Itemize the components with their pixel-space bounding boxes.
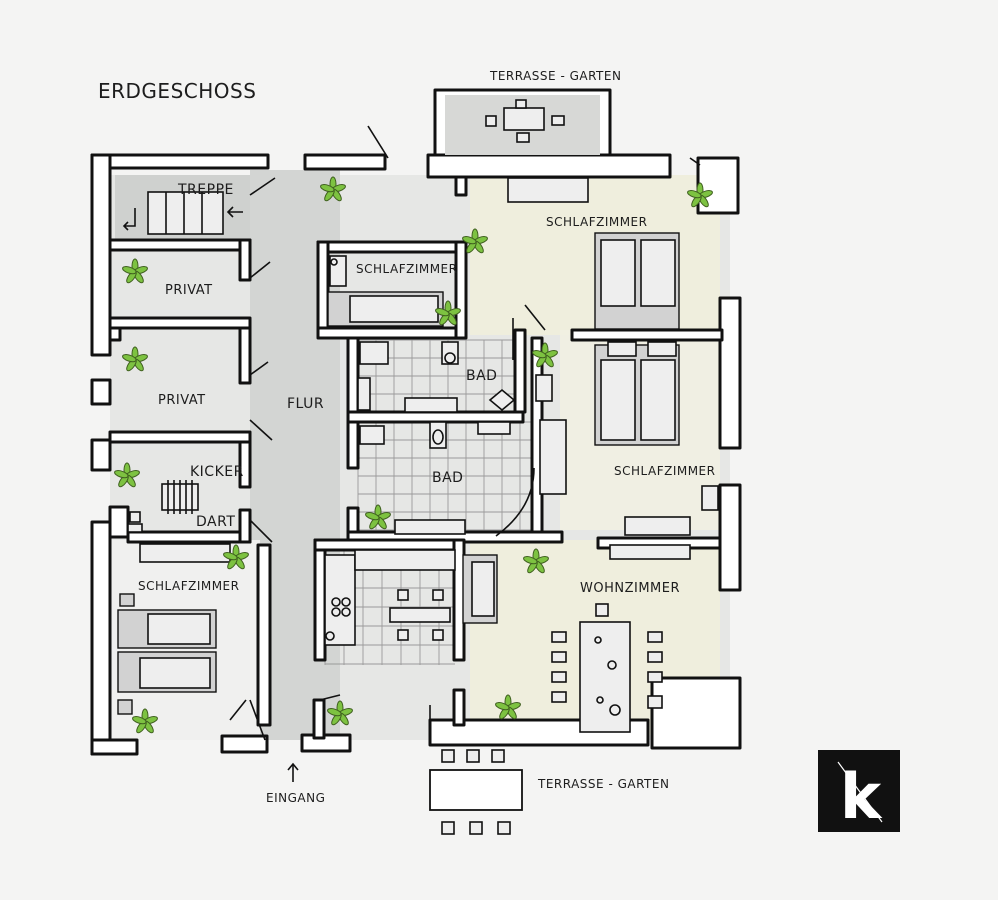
label-privat-1: PRIVAT <box>165 283 213 298</box>
label-dart: DART <box>196 514 235 530</box>
sofa-icon <box>462 554 498 624</box>
label-flur: FLUR <box>287 396 324 412</box>
label-schlafzimmer-center: SCHLAFZIMMER <box>356 262 457 276</box>
plant-icon <box>327 700 353 726</box>
bed-icon <box>327 255 444 327</box>
plant-icon <box>223 544 249 570</box>
label-bad-1: BAD <box>466 368 497 384</box>
plant-icon <box>523 548 549 574</box>
table-icon <box>551 603 663 733</box>
plant-icon <box>495 694 521 720</box>
label-terrasse-top: TERRASSE - GARTEN <box>489 69 621 83</box>
bed-icon <box>507 177 719 560</box>
plant-icon <box>132 708 158 734</box>
label-eingang: EINGANG <box>266 791 325 805</box>
plant-icon <box>365 504 391 530</box>
label-kicker: KICKER <box>190 464 244 480</box>
stairs-icon <box>122 191 243 235</box>
stove-icon <box>324 549 456 646</box>
label-terrasse-bottom: TERRASSE - GARTEN <box>537 777 669 791</box>
plant-icon <box>320 176 346 202</box>
terrace-top <box>433 88 612 157</box>
plant-icon <box>114 462 140 488</box>
label-bad-2: BAD <box>432 470 463 486</box>
plant-icon <box>122 346 148 372</box>
plant-icon <box>532 342 558 368</box>
kicker-table-icon <box>127 480 199 533</box>
plant-icon <box>122 258 148 284</box>
plant-icon <box>687 182 713 208</box>
brand-logo: k <box>818 750 900 833</box>
plant-icon <box>435 300 461 326</box>
bed-icon <box>117 543 231 715</box>
plan-title: ERDGESCHOSS <box>98 79 256 103</box>
walls <box>90 153 742 756</box>
plant-icon <box>462 228 488 254</box>
terrace-bottom <box>429 749 523 835</box>
bathroom-fixtures <box>357 341 567 535</box>
arrow-up-icon <box>287 762 299 782</box>
label-wohnzimmer: WOHNZIMMER <box>580 581 680 596</box>
plants <box>114 176 713 734</box>
logo-letter: k <box>840 760 883 833</box>
door-lines <box>229 125 701 741</box>
label-schlafzimmer-right: SCHLAFZIMMER <box>614 464 715 478</box>
label-schlafzimmer-top-right: SCHLAFZIMMER <box>546 215 647 229</box>
label-treppe: TREPPE <box>177 182 234 198</box>
label-privat-2: PRIVAT <box>158 393 206 408</box>
room-labels: ERDGESCHOSS TERRASSE - GARTEN TREPPE PRI… <box>98 69 715 805</box>
label-schlafzimmer-left: SCHLAFZIMMER <box>138 579 239 593</box>
